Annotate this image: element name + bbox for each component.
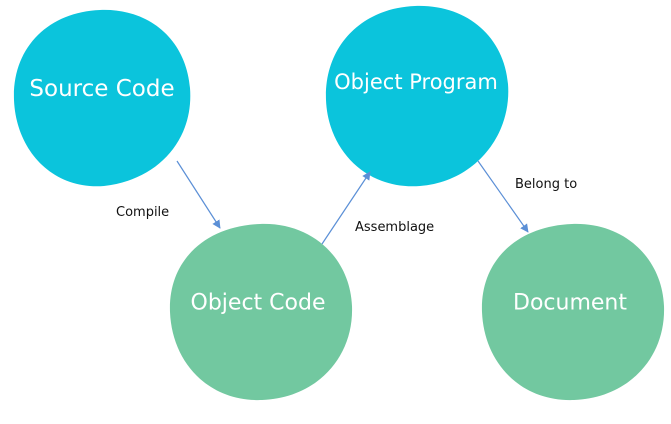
node-document xyxy=(481,223,665,401)
compile-label: Compile xyxy=(116,205,170,220)
source-code-label: Source Code xyxy=(29,76,175,102)
belong-to-arrow xyxy=(477,160,529,233)
belong-to-label: Belong to xyxy=(515,177,578,192)
document-label: Document xyxy=(513,290,627,316)
node-source-code xyxy=(13,9,191,187)
node-object-program xyxy=(325,5,509,187)
assemblage-label: Assemblage xyxy=(355,220,435,235)
node-object-code xyxy=(169,223,353,401)
compile-arrow xyxy=(176,160,221,229)
object-code-label: Object Code xyxy=(190,290,326,316)
object-program-label: Object Program xyxy=(334,70,498,94)
assemblage-arrow xyxy=(321,171,371,245)
